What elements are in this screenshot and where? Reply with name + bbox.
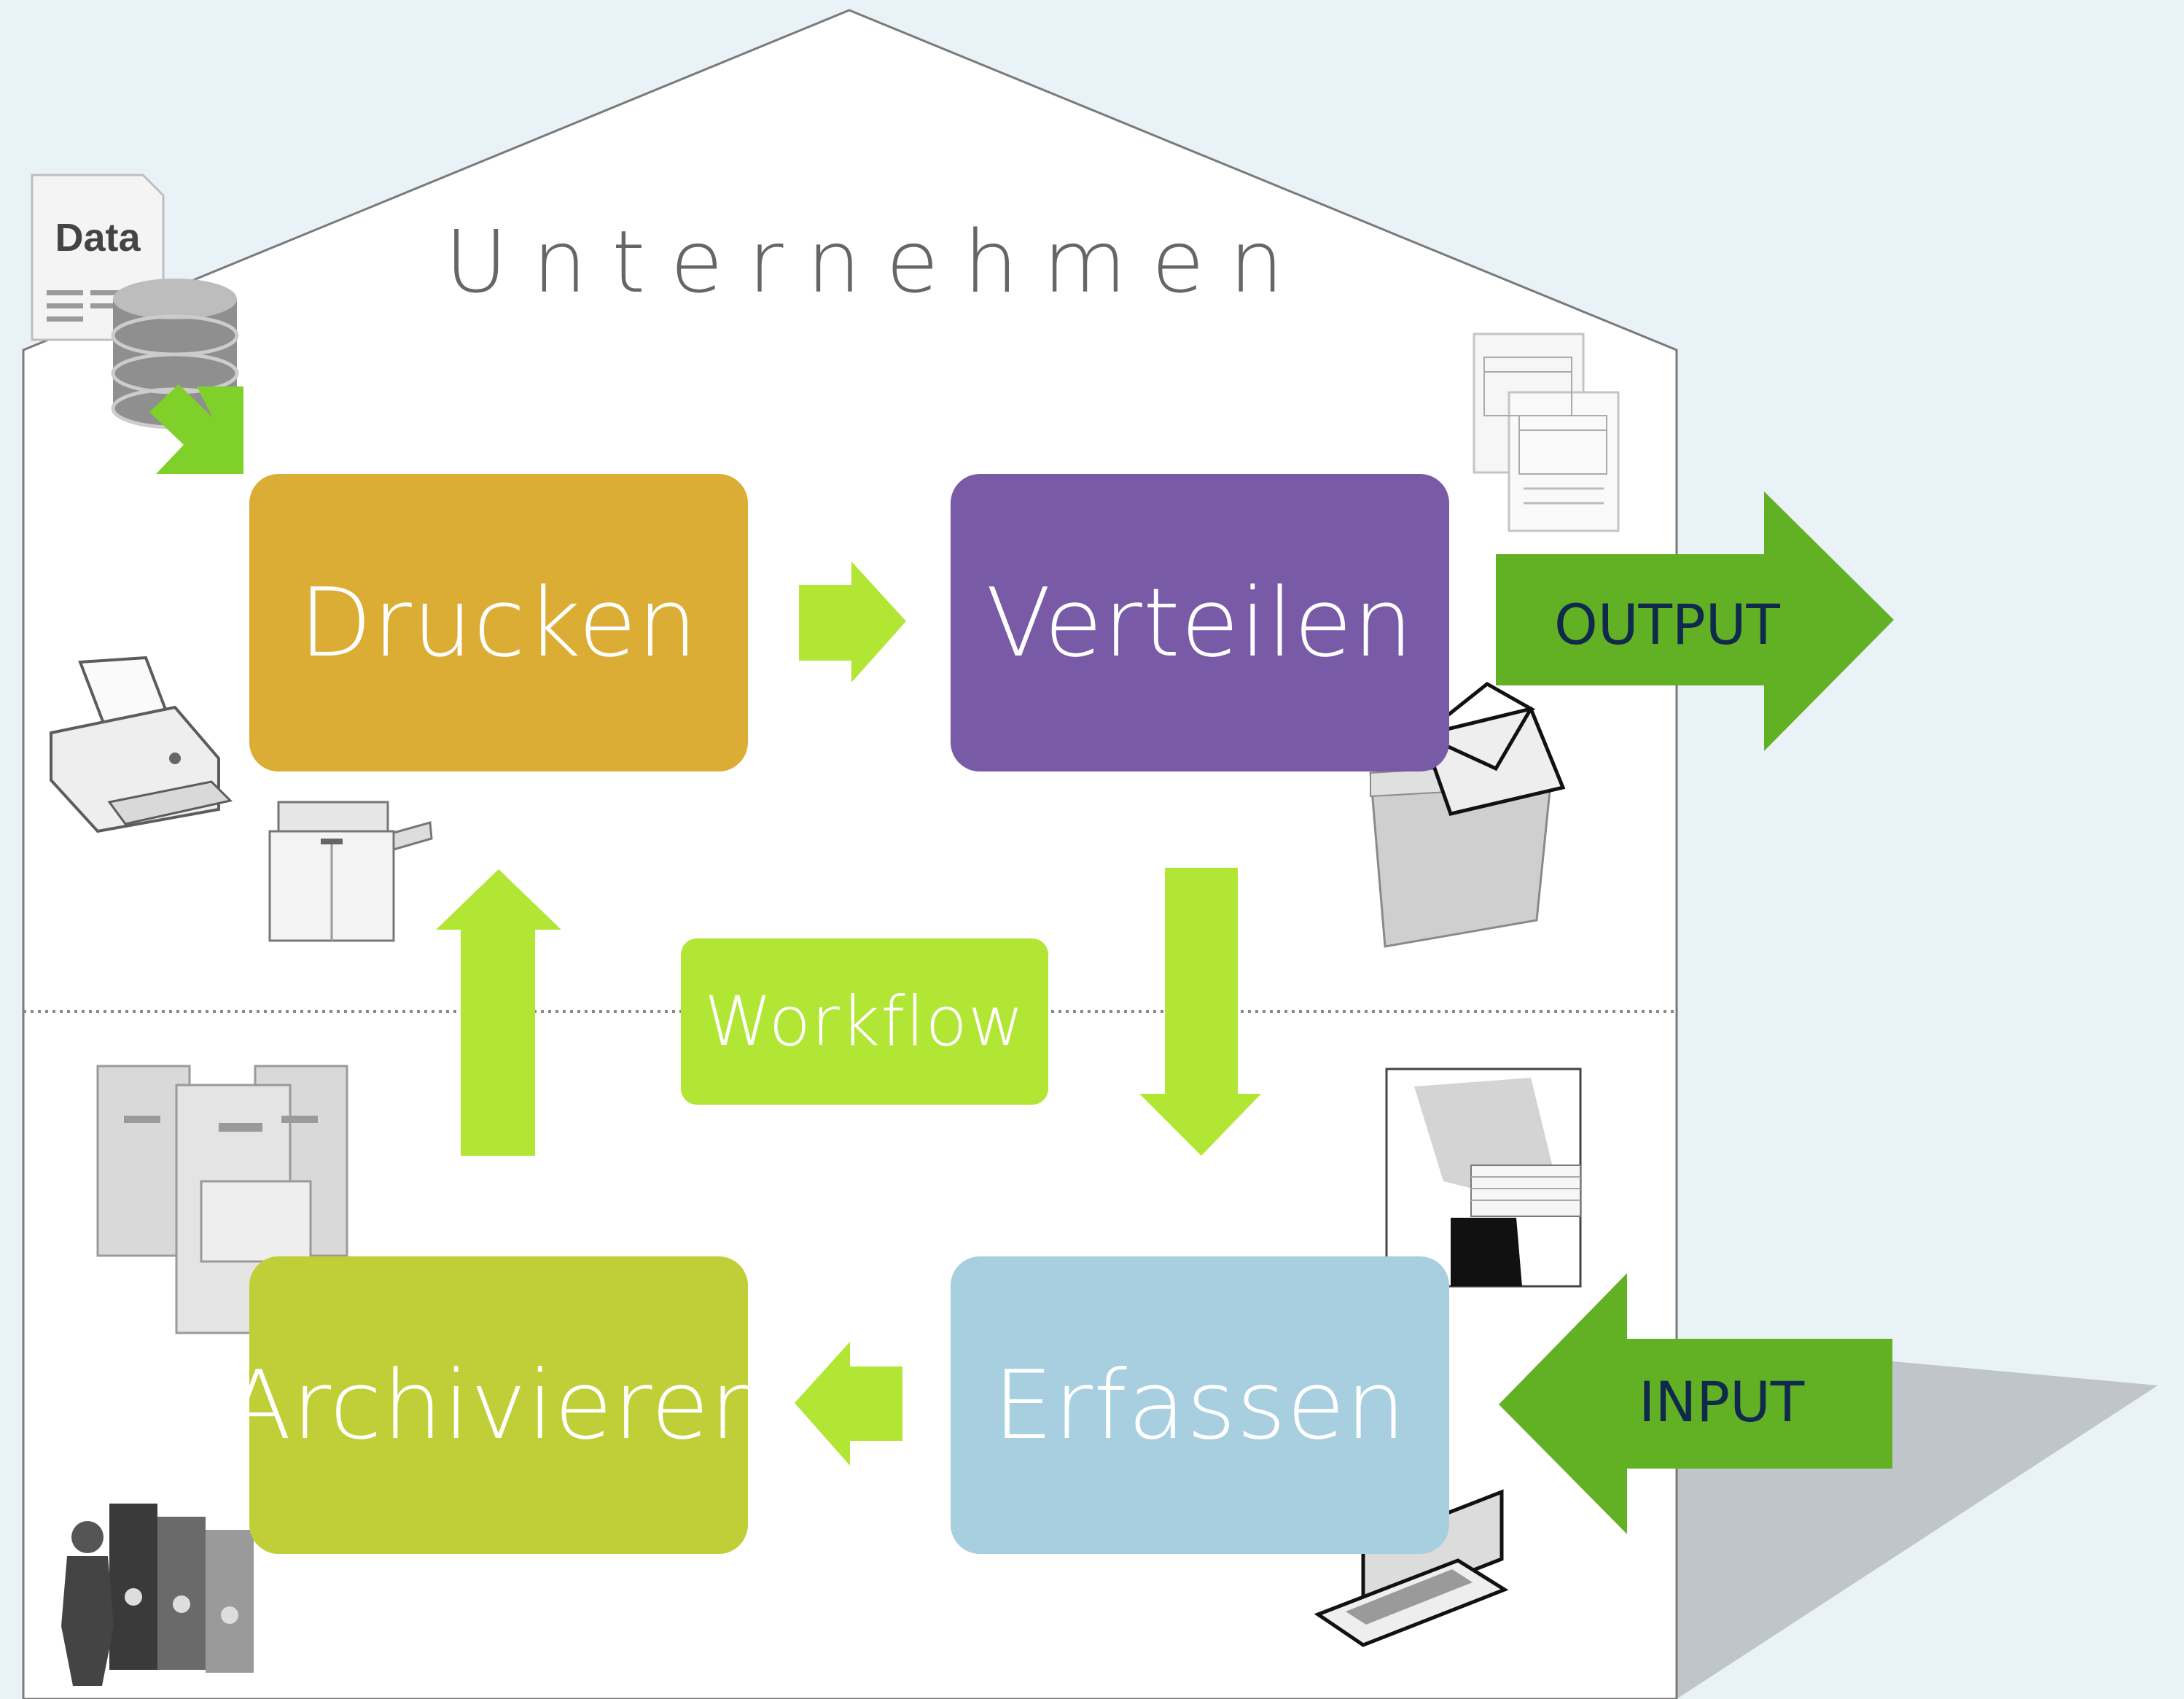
step-erfassen-box: Erfassen — [951, 1256, 1449, 1554]
output-label: OUTPUT — [1554, 592, 1780, 657]
input-arrow — [1499, 1273, 1892, 1534]
scanner-icon — [1314, 1489, 1509, 1647]
person-with-papers-icon — [1385, 1068, 1582, 1288]
database-arrow — [149, 384, 243, 474]
arrow-archivieren-to-drucken — [436, 869, 561, 1156]
printer-icon — [50, 656, 233, 833]
step-drucken-box: Drucken — [249, 474, 748, 771]
step-verteilen-box: Verteilen — [951, 474, 1449, 771]
documents-icon — [1473, 333, 1620, 532]
diagram-title: Unternehmen — [445, 211, 1309, 312]
arrow-erfassen-to-archivieren — [795, 1342, 902, 1466]
output-arrow — [1496, 491, 1894, 751]
step-archivieren-box: Archivieren — [227, 1256, 770, 1554]
binders-person-icon — [61, 1504, 254, 1686]
workflow-center-box: Workflow — [681, 938, 1048, 1105]
data-icon-label: Data — [55, 216, 141, 260]
input-label: INPUT — [1639, 1369, 1805, 1434]
filing-cabinet-icon — [96, 1065, 348, 1334]
arrow-drucken-to-verteilen — [799, 561, 906, 683]
copier-icon — [268, 801, 433, 942]
arrow-verteilen-to-erfassen — [1139, 868, 1261, 1156]
